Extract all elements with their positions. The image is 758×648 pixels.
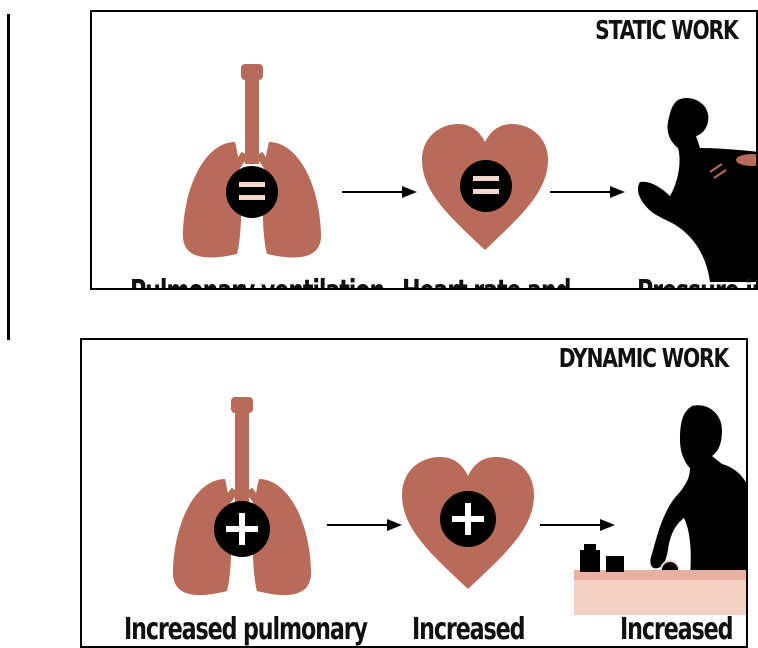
lungs-icon — [167, 395, 317, 610]
static-work-panel: STATIC WORK Pulmonary ventilation Heart … — [90, 10, 758, 290]
lungs-caption: Pulmonary ventilation — [130, 274, 384, 290]
heart-icon — [420, 122, 550, 252]
dynamic-work-title: DYNAMIC WORK — [559, 344, 728, 374]
lungs-icon — [177, 62, 327, 272]
arrow-right-icon — [342, 184, 417, 200]
heart-caption: Heart rate and — [402, 274, 570, 290]
woman-caption: Increased — [620, 612, 732, 647]
heart-caption: Increased — [412, 612, 524, 647]
arrow-right-icon — [327, 517, 402, 533]
static-work-title: STATIC WORK — [596, 16, 738, 46]
woman-working-icon — [572, 400, 748, 615]
man-lifting-icon — [630, 92, 758, 282]
dynamic-work-panel: DYNAMIC WORK Increased pulmonary Increas… — [80, 338, 748, 648]
left-divider-bar — [7, 14, 10, 340]
heart-icon — [400, 455, 536, 591]
pressure-caption: Pressure in — [637, 274, 758, 290]
arrow-right-icon — [550, 184, 625, 200]
lungs-caption: Increased pulmonary — [124, 612, 367, 647]
